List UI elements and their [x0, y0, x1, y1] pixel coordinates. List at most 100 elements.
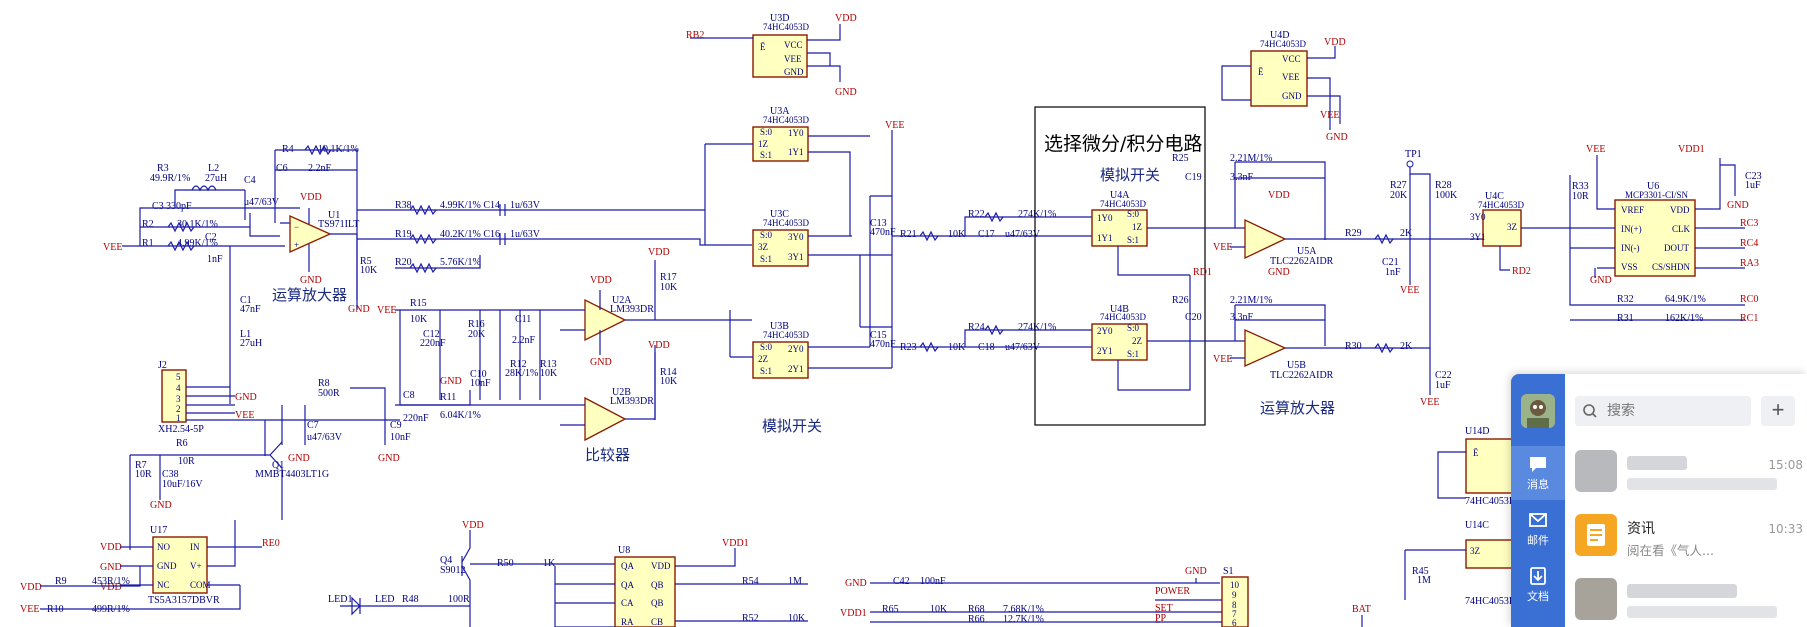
add-button[interactable]: +: [1761, 396, 1795, 426]
svg-text:5: 5: [176, 372, 181, 382]
user-avatar[interactable]: [1521, 394, 1555, 428]
u3d-pin-vee: VEE: [784, 54, 802, 64]
svg-text:GND: GND: [1185, 566, 1207, 577]
svg-text:220nF: 220nF: [420, 338, 446, 349]
svg-text:40.2K/1% C16: 40.2K/1% C16: [440, 229, 500, 240]
svg-text:CS/SHDN: CS/SHDN: [1652, 262, 1691, 272]
u3d-part: 74HC4053D: [763, 22, 810, 32]
chip-u14d[interactable]: U14D Ē 74HC4053D: [1465, 426, 1517, 507]
svg-text:RC3: RC3: [1740, 218, 1758, 229]
svg-text:2Z: 2Z: [758, 354, 768, 364]
search-input[interactable]: [1605, 402, 1749, 420]
rail-mail[interactable]: 邮件: [1511, 502, 1565, 556]
chat-panel[interactable]: 消息 邮件 文档 +: [1511, 374, 1807, 627]
svg-text:VEE: VEE: [1213, 242, 1232, 253]
svg-text:Ē: Ē: [1258, 67, 1264, 77]
svg-text:74HC4053D: 74HC4053D: [1100, 312, 1147, 322]
chip-u14c[interactable]: U14C 3Z: [1465, 520, 1517, 569]
svg-text:1Y1: 1Y1: [1097, 233, 1113, 243]
svg-text:S:0: S:0: [760, 127, 773, 137]
rail-messages[interactable]: 消息: [1511, 446, 1565, 500]
svg-text:C12: C12: [423, 329, 440, 340]
chip-u17[interactable]: U17 NO GND NC IN V+ COM TS5A3157DBVR: [148, 525, 220, 606]
conversation-item[interactable]: 资讯 阅在看《气人... 10:33: [1565, 502, 1807, 566]
svg-text:3Z: 3Z: [1470, 546, 1480, 556]
opamp-u1[interactable]: U1 TS971ILT − +: [289, 210, 359, 254]
svg-text:220nF: 220nF: [403, 413, 429, 424]
chip-u4d[interactable]: U4D 74HC4053D VCC VEE GND Ē: [1250, 30, 1308, 107]
svg-text:10R: 10R: [135, 469, 152, 480]
svg-text:VDD: VDD: [462, 520, 484, 531]
conversation-list-panel: + 15:08 资讯 阅在看《气人... 10:33: [1565, 374, 1807, 627]
conversation-avatar: [1575, 450, 1617, 492]
svg-text:162K/1%: 162K/1%: [1665, 313, 1703, 324]
chip-u3c[interactable]: U3C 74HC4053D S:0 3Z S:1 3Y0 3Y1: [752, 209, 810, 267]
svg-text:1nF: 1nF: [1385, 267, 1401, 278]
svg-text:74HC4053D: 74HC4053D: [1465, 496, 1516, 507]
svg-text:−: −: [294, 222, 299, 232]
svg-text:1: 1: [176, 413, 181, 423]
svg-text:2K: 2K: [1400, 341, 1413, 352]
svg-text:10K: 10K: [360, 265, 378, 276]
svg-text:12.7K/1%: 12.7K/1%: [1003, 614, 1044, 625]
svg-text:COM: COM: [190, 580, 211, 590]
svg-text:74HC4053D: 74HC4053D: [1100, 199, 1147, 209]
svg-text:100R: 100R: [448, 594, 470, 605]
svg-text:VDD: VDD: [590, 275, 612, 286]
svg-text:27uH: 27uH: [240, 338, 262, 349]
chip-u4c[interactable]: U4C 74HC4053D 3Y0 3Y1 3Z: [1470, 191, 1525, 247]
svg-text:GND: GND: [150, 500, 172, 511]
svg-text:S:0: S:0: [760, 230, 773, 240]
svg-text:IN(-): IN(-): [1621, 243, 1640, 253]
label-opamp-right: 运算放大器: [1260, 399, 1335, 417]
svg-text:470nF: 470nF: [870, 339, 896, 350]
selection-box-title: 选择微分/积分电路: [1044, 133, 1202, 155]
svg-text:R3: R3: [157, 163, 169, 174]
chip-u4b[interactable]: U4B 74HC4053D 2Y0 2Y1 S:0 2Z S:1: [1091, 304, 1148, 361]
svg-text:R17: R17: [660, 272, 677, 283]
opamp-u2b[interactable]: U2B LM393DR: [584, 387, 654, 442]
chip-u4a[interactable]: U4A 74HC4053D 1Y0 1Y1 S:0 1Z S:1: [1091, 190, 1148, 247]
svg-text:TS971ILT: TS971ILT: [318, 219, 359, 230]
conversation-item[interactable]: 15:08: [1565, 438, 1807, 502]
svg-text:VDD: VDD: [300, 192, 322, 203]
opamp-u2a[interactable]: U2A LM393DR: [584, 295, 654, 342]
svg-text:U14D: U14D: [1465, 426, 1489, 437]
svg-text:+: +: [294, 240, 299, 250]
switch-s1[interactable]: S1 10 9 8 7 6: [1221, 566, 1249, 627]
connector-j2[interactable]: J2 5 4 3 2 1 XH2.54-5P: [158, 360, 204, 435]
chip-u3d[interactable]: U3D 74HC4053D VCC VEE GND Ē: [752, 13, 810, 78]
svg-text:2Y1: 2Y1: [788, 364, 804, 374]
opamp-u5a[interactable]: U5A TLC2262AIDR: [1244, 218, 1334, 267]
svg-text:4.99K/1% C14: 4.99K/1% C14: [440, 200, 500, 211]
svg-text:LM393DR: LM393DR: [610, 304, 654, 315]
svg-text:VEE: VEE: [1282, 72, 1300, 82]
search-box[interactable]: [1575, 396, 1751, 426]
svg-text:GND: GND: [1590, 275, 1612, 286]
svg-text:274K/1%: 274K/1%: [1018, 209, 1056, 220]
svg-text:R24: R24: [968, 322, 985, 333]
conversation-item[interactable]: [1565, 566, 1807, 627]
svg-text:R14: R14: [660, 367, 677, 378]
svg-text:R25: R25: [1172, 153, 1189, 164]
svg-text:LM393DR: LM393DR: [610, 396, 654, 407]
svg-text:RD2: RD2: [1512, 266, 1531, 277]
svg-text:TLC2262AIDR: TLC2262AIDR: [1270, 256, 1334, 267]
svg-text:U2B: U2B: [612, 387, 631, 398]
opamp-u5b[interactable]: U5B TLC2262AIDR: [1244, 328, 1334, 381]
chip-u3a[interactable]: U3A 74HC4053D S:0 1Z S:1 1Y0 1Y1: [752, 106, 810, 162]
svg-text:VEE: VEE: [377, 305, 396, 316]
chip-u3b[interactable]: U3B 74HC4053D S:0 2Z S:1 2Y0 2Y1: [752, 321, 810, 379]
chip-u6[interactable]: U6 MCP3301-CI/SN VREF IN(+) IN(-) VSS VD…: [1614, 181, 1696, 277]
svg-text:1Y0: 1Y0: [788, 128, 804, 138]
chip-u8[interactable]: U8 QA QA CA RA VDD QB QB CB: [614, 545, 676, 627]
svg-text:VDD: VDD: [100, 582, 122, 593]
svg-text:74HC4053D: 74HC4053D: [763, 218, 810, 228]
svg-text:2.2nF: 2.2nF: [308, 163, 332, 174]
conversation-name: 资讯: [1627, 521, 1655, 537]
svg-text:SET: SET: [1155, 603, 1173, 614]
rail-docs[interactable]: 文档: [1511, 558, 1565, 612]
svg-text:QA: QA: [621, 561, 634, 571]
svg-text:NC: NC: [157, 580, 170, 590]
